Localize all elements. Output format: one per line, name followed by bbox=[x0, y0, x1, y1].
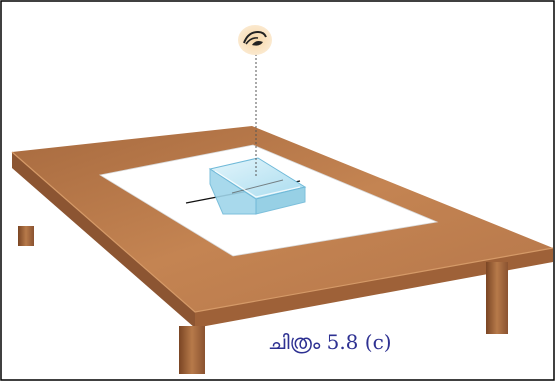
glass-slab bbox=[208, 157, 307, 215]
table-right-leg bbox=[486, 262, 508, 334]
figure-caption: ചിത്രം 5.8 (c) bbox=[268, 330, 392, 354]
table-front-leg bbox=[179, 326, 205, 374]
eye-icon bbox=[238, 25, 272, 55]
